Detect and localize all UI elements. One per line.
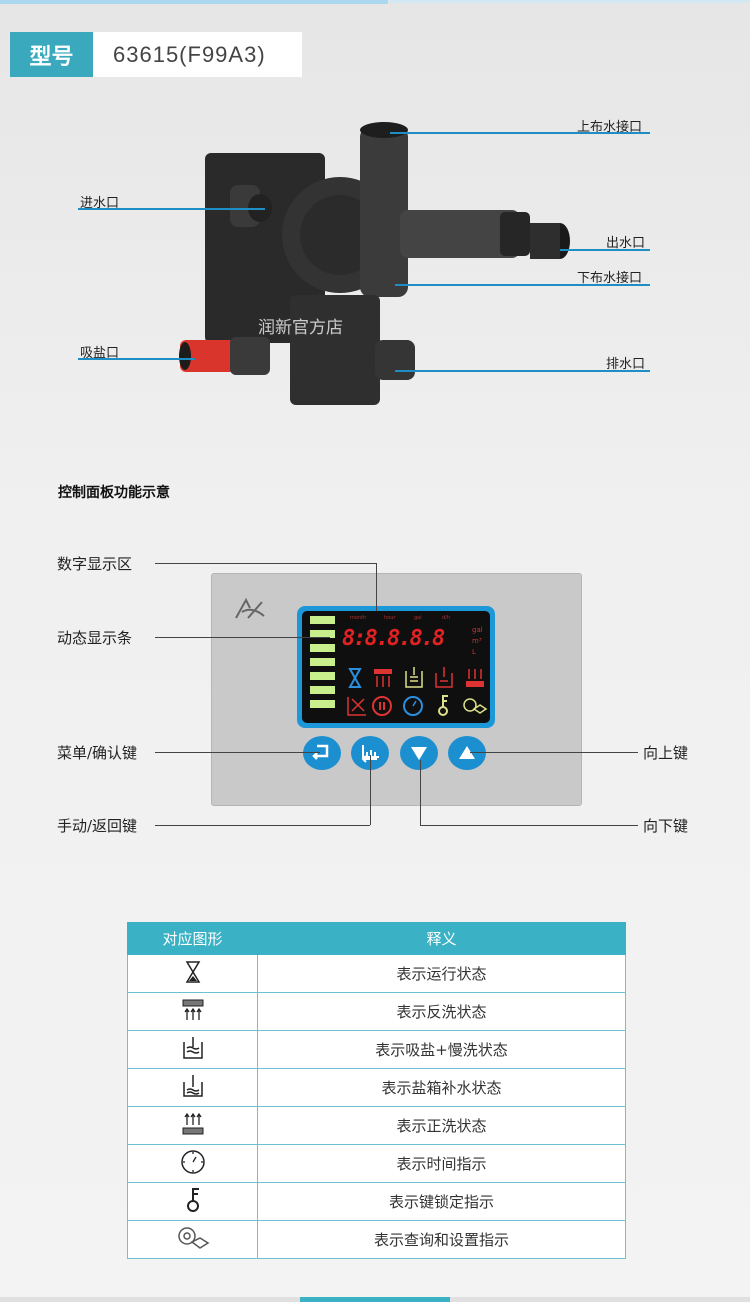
leader-line — [470, 752, 638, 753]
top-accent-bar-right — [390, 0, 750, 3]
label-lower-distributor: 下布水接口 — [577, 271, 643, 286]
lcd-unit: m³ — [472, 637, 482, 645]
leader-line — [376, 563, 377, 611]
leader-drain — [395, 370, 650, 372]
table-row: 表示反洗状态 — [127, 992, 626, 1031]
leader-upper-distributor — [390, 132, 650, 134]
leader-line — [155, 563, 376, 564]
dynamic-bar-segment — [310, 700, 335, 708]
callout-down: 向下键 — [643, 817, 689, 835]
lcd-label: d/h — [442, 615, 451, 621]
menu-confirm-button[interactable] — [303, 736, 341, 770]
top-accent-bar — [0, 0, 388, 4]
dynamic-bar-segment — [310, 644, 335, 652]
leader-line — [155, 637, 330, 638]
backwash-icon — [374, 669, 392, 687]
hourglass-icon — [185, 960, 200, 983]
fast-rinse-icon — [182, 1112, 203, 1134]
table-row: 表示盐箱补水状态 — [127, 1068, 626, 1107]
table-row: 表示吸盐+慢洗状态 — [127, 1030, 626, 1069]
callout-manual-back: 手动/返回键 — [57, 817, 138, 835]
valve-product-image — [179, 122, 570, 405]
brine-slow-rinse-icon — [182, 1036, 203, 1059]
up-button[interactable] — [448, 736, 486, 770]
callout-menu-confirm: 菜单/确认键 — [57, 744, 138, 762]
table-row: 表示时间指示 — [127, 1144, 626, 1183]
row-meaning: 表示查询和设置指示 — [257, 1220, 626, 1259]
lcd-label: hour — [384, 615, 396, 621]
leader-lower-distributor — [395, 284, 650, 286]
label-drain: 排水口 — [606, 357, 646, 372]
brine-refill-icon — [182, 1074, 203, 1097]
lcd-digits: 8:8.8.8.8 — [342, 626, 445, 651]
key-icon — [438, 695, 448, 716]
key-icon — [186, 1187, 199, 1212]
dynamic-bar-segment — [310, 630, 335, 638]
service-icon — [347, 697, 366, 716]
row-meaning: 表示时间指示 — [257, 1144, 626, 1183]
row-meaning: 表示吸盐+慢洗状态 — [257, 1030, 626, 1069]
callout-dynamic-bar: 动态显示条 — [57, 629, 133, 647]
lcd-status-icons — [347, 667, 488, 716]
row-meaning: 表示反洗状态 — [257, 992, 626, 1031]
callout-up: 向上键 — [643, 744, 689, 762]
label-inlet: 进水口 — [80, 196, 120, 211]
dynamic-bar-segment — [310, 672, 335, 680]
return-icon — [361, 745, 379, 763]
leader-inlet — [78, 208, 265, 210]
icon-legend-table: 对应图形 释义 表示运行状态 表示反洗状态 表示吸盐+慢洗状态 表示盐箱补水状态… — [127, 922, 626, 1259]
header-icon: 对应图形 — [127, 922, 258, 955]
brand-logo-icon — [235, 597, 265, 619]
leader-line — [155, 825, 370, 826]
backwash-icon — [182, 999, 203, 1020]
dynamic-bar-segment — [310, 616, 335, 624]
leader-line — [420, 825, 638, 826]
lcd-display: month hour gal d/h 8:8.8.8.8 gal m³ L — [297, 606, 495, 728]
model-label: 型号 — [10, 32, 93, 77]
query-settings-icon — [463, 698, 488, 714]
hourglass-icon — [348, 668, 362, 688]
lcd-unit: L — [472, 648, 476, 656]
panel-section-title: 控制面板功能示意 — [58, 485, 170, 501]
row-meaning: 表示盐箱补水状态 — [257, 1068, 626, 1107]
model-badge: 型号 63615(F99A3) — [10, 32, 302, 77]
dynamic-bar-segment — [310, 658, 335, 666]
enter-icon — [312, 744, 329, 760]
lcd-label: gal — [414, 615, 422, 621]
triangle-down-icon — [411, 747, 427, 760]
table-row: 表示运行状态 — [127, 954, 626, 993]
row-meaning: 表示正洗状态 — [257, 1106, 626, 1145]
clock-icon — [180, 1149, 205, 1174]
brine-slow-rinse-icon — [405, 667, 423, 688]
leader-brine-inlet — [78, 358, 195, 360]
table-header: 对应图形 释义 — [127, 922, 626, 955]
leader-line — [420, 760, 421, 825]
dynamic-bar-segment — [310, 686, 335, 694]
leader-line — [370, 755, 371, 825]
table-row: 表示正洗状态 — [127, 1106, 626, 1145]
leader-line — [155, 752, 320, 753]
callout-digital-display: 数字显示区 — [57, 555, 133, 573]
table-row: 表示查询和设置指示 — [127, 1220, 626, 1259]
row-meaning: 表示键锁定指示 — [257, 1182, 626, 1221]
bottom-bar-accent — [300, 1297, 450, 1302]
down-button[interactable] — [400, 736, 438, 770]
leader-outlet — [560, 249, 650, 251]
lcd-unit: gal — [472, 626, 483, 634]
model-value: 63615(F99A3) — [113, 41, 266, 67]
query-settings-icon — [177, 1226, 209, 1249]
brine-refill-icon — [435, 667, 453, 688]
table-row: 表示键锁定指示 — [127, 1182, 626, 1221]
label-outlet: 出水口 — [606, 236, 646, 251]
label-brine-inlet: 吸盐口 — [80, 346, 120, 361]
fast-rinse-icon — [466, 669, 484, 687]
triangle-up-icon — [459, 746, 475, 759]
watermark: 润新官方店 — [258, 318, 343, 338]
header-meaning: 释义 — [257, 922, 626, 955]
clock-icon — [403, 696, 423, 716]
row-meaning: 表示运行状态 — [257, 954, 626, 993]
pause-icon — [372, 696, 392, 716]
lcd-label: month — [350, 615, 367, 621]
label-upper-distributor: 上布水接口 — [577, 120, 643, 135]
